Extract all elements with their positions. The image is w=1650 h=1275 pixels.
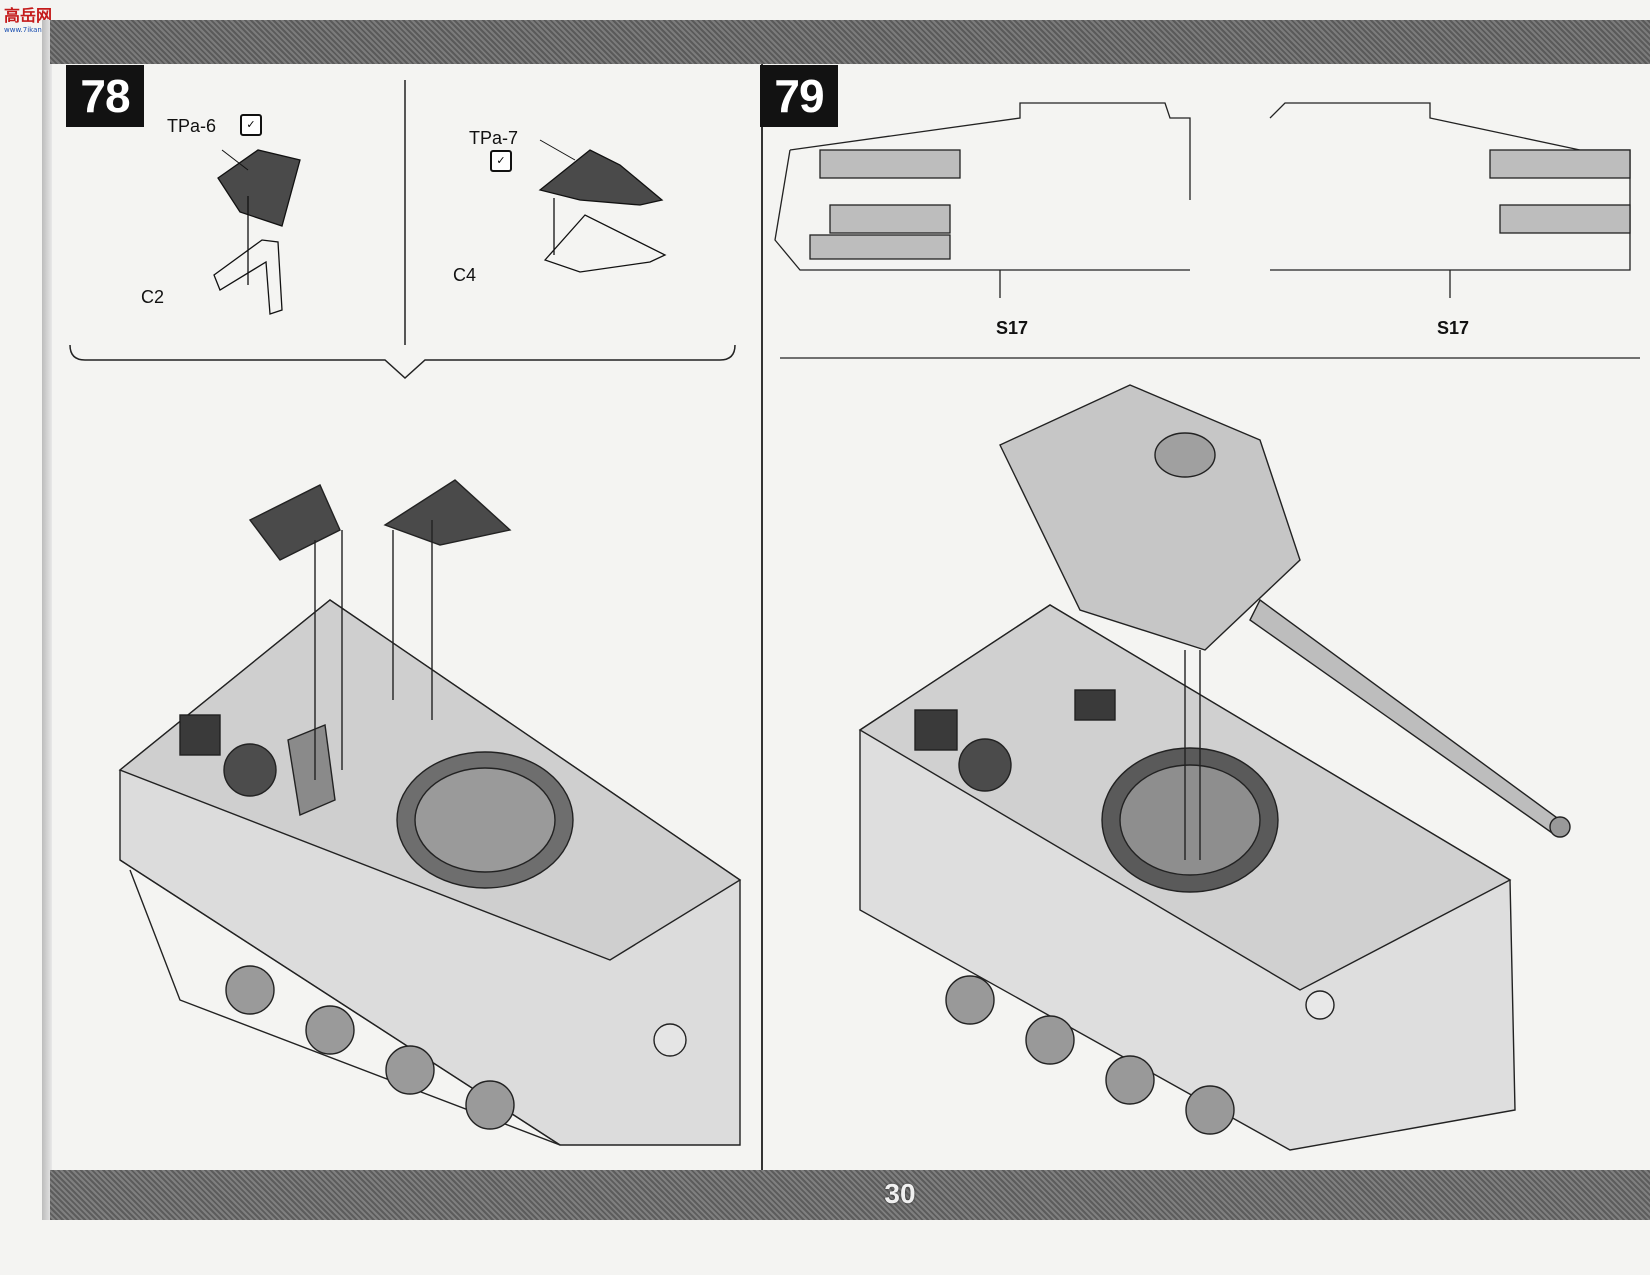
glue-symbol-icon: ✓ [490,150,512,172]
step-79-badge: 79 [760,65,838,127]
page-spine [42,20,52,1220]
label-tpa6: TPa-6 [167,116,217,136]
label-tpa7: TPa-7 [469,128,519,148]
glue-symbol-icon: ✓ [240,114,262,136]
logo-site: www.7ikan.com [4,26,59,34]
page-number: 30 [884,1178,916,1209]
header-band [50,20,1650,64]
tpa6-part-detail [213,149,301,315]
label-s17-right: S17 [1437,318,1470,338]
step-79-number: 79 [774,70,824,122]
footer-band [50,1170,1650,1220]
label-s17-left: S17 [996,318,1029,338]
panel-divider [761,64,763,1170]
logo-brand: 高岳网 [4,6,53,25]
label-c4: C4 [453,265,477,285]
step78-hull-drawing [118,479,742,1146]
step78-subassembly-frame [69,80,736,380]
step79-track-profile [774,102,1640,359]
step-78-number: 78 [80,70,130,122]
site-logo: 高岳网 www.7ikan.com [4,2,68,38]
step79-tank-drawing [858,384,1571,1151]
label-c2: C2 [141,287,165,307]
step-78-badge: 78 [66,65,144,127]
tpa7-part-detail [538,139,667,273]
